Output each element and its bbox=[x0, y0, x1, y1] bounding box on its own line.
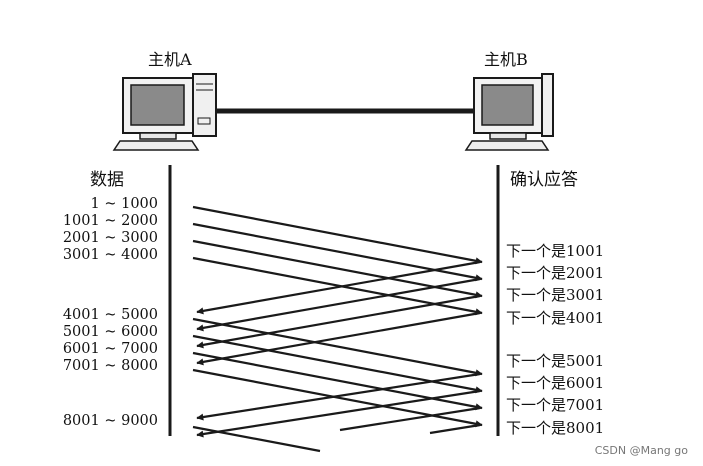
ack-label: 下一个是8001 bbox=[506, 419, 605, 437]
ack-label: 下一个是5001 bbox=[506, 352, 605, 370]
data-segment-label: 8001 ~ 9000 bbox=[62, 413, 158, 429]
host-a-title: 主机A bbox=[148, 50, 192, 69]
ack-column-title: 确认应答 bbox=[510, 170, 578, 190]
watermark: CSDN @Mang go bbox=[594, 444, 688, 457]
data-column-title: 数据 bbox=[90, 170, 124, 190]
data-arrow bbox=[192, 222, 483, 282]
ack-arrow bbox=[429, 423, 481, 435]
data-segment-label: 2001 ~ 3000 bbox=[62, 230, 158, 246]
ack-arrow bbox=[339, 406, 481, 432]
host-b-title: 主机B bbox=[484, 50, 528, 69]
ack-arrow bbox=[196, 389, 481, 438]
ack-label: 下一个是4001 bbox=[506, 309, 605, 327]
ack-label: 下一个是1001 bbox=[506, 242, 605, 260]
data-segment-label: 1 ~ 1000 bbox=[90, 196, 159, 212]
data-segment-label: 4001 ~ 5000 bbox=[62, 307, 158, 323]
ack-label: 下一个是7001 bbox=[506, 396, 605, 414]
ack-arrow bbox=[196, 260, 481, 315]
data-segment-label: 5001 ~ 6000 bbox=[62, 324, 158, 340]
host-a-computer-icon bbox=[112, 73, 217, 151]
data-segment-label: 3001 ~ 4000 bbox=[62, 247, 158, 263]
data-segment-label: 1001 ~ 2000 bbox=[62, 213, 158, 229]
ack-label: 下一个是2001 bbox=[506, 264, 605, 282]
data-segment-label: 7001 ~ 8000 bbox=[62, 358, 158, 374]
ack-arrow bbox=[196, 372, 481, 421]
ack-arrow bbox=[196, 294, 481, 349]
data-arrow bbox=[192, 205, 483, 265]
data-arrow bbox=[192, 317, 483, 377]
host-b-computer-icon bbox=[464, 73, 554, 151]
ack-label: 下一个是3001 bbox=[506, 286, 605, 304]
data-arrow bbox=[192, 425, 321, 453]
ack-arrow bbox=[196, 277, 481, 332]
data-segment-label: 6001 ~ 7000 bbox=[62, 341, 158, 357]
data-arrow bbox=[192, 334, 483, 394]
ack-label: 下一个是6001 bbox=[506, 374, 605, 392]
ack-arrows bbox=[196, 260, 481, 438]
ack-arrow bbox=[196, 311, 481, 366]
